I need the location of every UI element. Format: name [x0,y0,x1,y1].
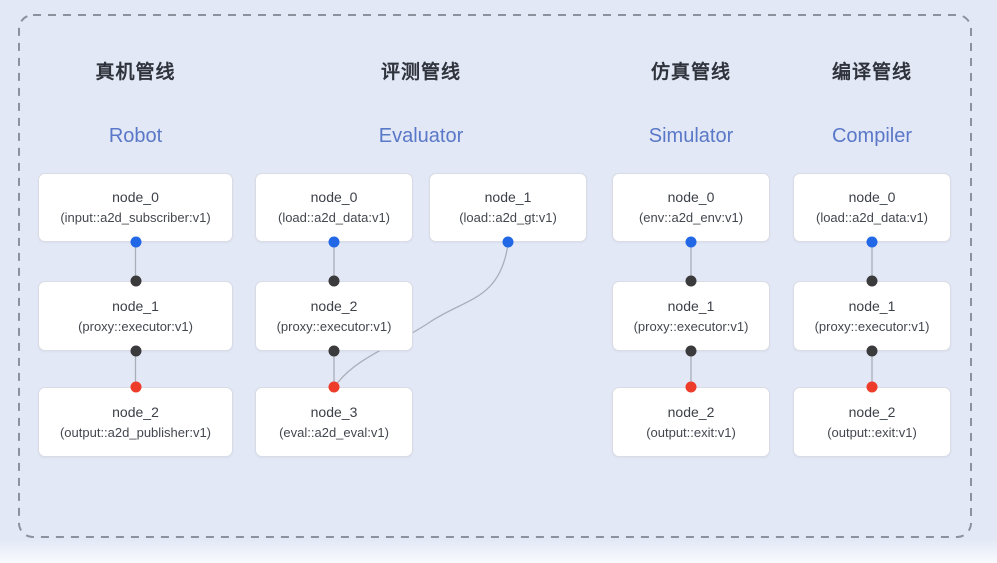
port-dot-blue [328,236,340,248]
node-name: node_1 [484,189,532,205]
node-name: node_2 [848,403,896,420]
node-type: (load::a2d_gt:v1) [459,210,557,225]
node-name: node_1 [667,297,715,314]
node-card-evaluator-0: node_0 (load::a2d_data:v1) [255,173,413,242]
port-dot-red [866,381,878,393]
node-name: node_0 [667,189,715,205]
pipeline-title-en-robot: Robot [108,125,163,147]
port-dot-red [685,381,697,393]
node-name: node_1 [848,297,896,314]
node-card-simulator-2: node_2 (output::exit:v1) [612,387,770,457]
pipeline-title-en-simulator: Simulator [648,125,734,147]
port-dot-blue [502,236,514,248]
node-name: node_0 [310,189,358,205]
pipeline-title-zh-simulator: 仿真管线 [650,62,731,83]
node-card-simulator-1: node_1 (proxy::executor:v1) [612,281,770,351]
port-dot-black [130,345,141,357]
port-dot-blue [130,236,141,248]
pipeline-title-en-compiler: Compiler [831,125,913,147]
pipeline-title-en-evaluator: Evaluator [378,125,464,147]
port-dot-black [328,275,340,287]
node-name: node_2 [667,403,715,420]
node-type: (proxy::executor:v1) [814,318,930,334]
node-name: node_2 [112,403,159,420]
node-name: node_2 [310,297,358,314]
node-card-simulator-0: node_0 (env::a2d_env:v1) [612,173,770,242]
port-dot-red [130,381,141,393]
port-dot-black [685,275,697,287]
node-type: (proxy::executor:v1) [276,318,392,334]
port-dot-blue [866,236,878,248]
node-card-compiler-2: node_2 (output::exit:v1) [793,387,951,457]
node-card-evaluator-1: node_1 (load::a2d_gt:v1) [429,173,587,242]
node-type: (proxy::executor:v1) [633,318,749,334]
node-card-robot-1: node_1 (proxy::executor:v1) [38,281,233,351]
pipeline-title-zh-compiler: 编译管线 [831,62,912,83]
port-dot-black [328,345,340,357]
dashed-border [18,14,972,538]
pipeline-title-zh-evaluator: 评测管线 [380,62,461,83]
node-type: (eval::a2d_eval:v1) [279,424,389,440]
node-type: (load::a2d_data:v1) [277,210,391,225]
node-card-robot-2: node_2 (output::a2d_publisher:v1) [38,387,233,457]
node-name: node_1 [112,297,159,314]
node-type: (output::a2d_publisher:v1) [59,424,212,440]
node-card-compiler-0: node_0 (load::a2d_data:v1) [793,173,951,242]
port-dot-black [866,275,878,287]
node-card-compiler-1: node_1 (proxy::executor:v1) [793,281,951,351]
node-type: (output::exit:v1) [646,424,736,440]
port-dot-red [328,381,340,393]
node-name: node_3 [310,403,358,420]
node-card-evaluator-3: node_3 (eval::a2d_eval:v1) [255,387,413,457]
port-dot-blue [685,236,697,248]
pipeline-title-zh-robot: 真机管线 [95,62,176,83]
node-name: node_0 [112,189,159,205]
port-dot-black [866,345,878,357]
node-type: (output::exit:v1) [827,424,917,440]
node-name: node_0 [848,189,896,205]
port-dot-black [130,275,141,287]
node-type: (input::a2d_subscriber:v1) [60,210,211,225]
node-card-robot-0: node_0 (input::a2d_subscriber:v1) [38,173,233,242]
node-type: (proxy::executor:v1) [78,318,193,334]
node-card-evaluator-2: node_2 (proxy::executor:v1) [255,281,413,351]
node-type: (env::a2d_env:v1) [638,210,744,225]
port-dot-black [685,345,697,357]
node-type: (load::a2d_data:v1) [815,210,929,225]
